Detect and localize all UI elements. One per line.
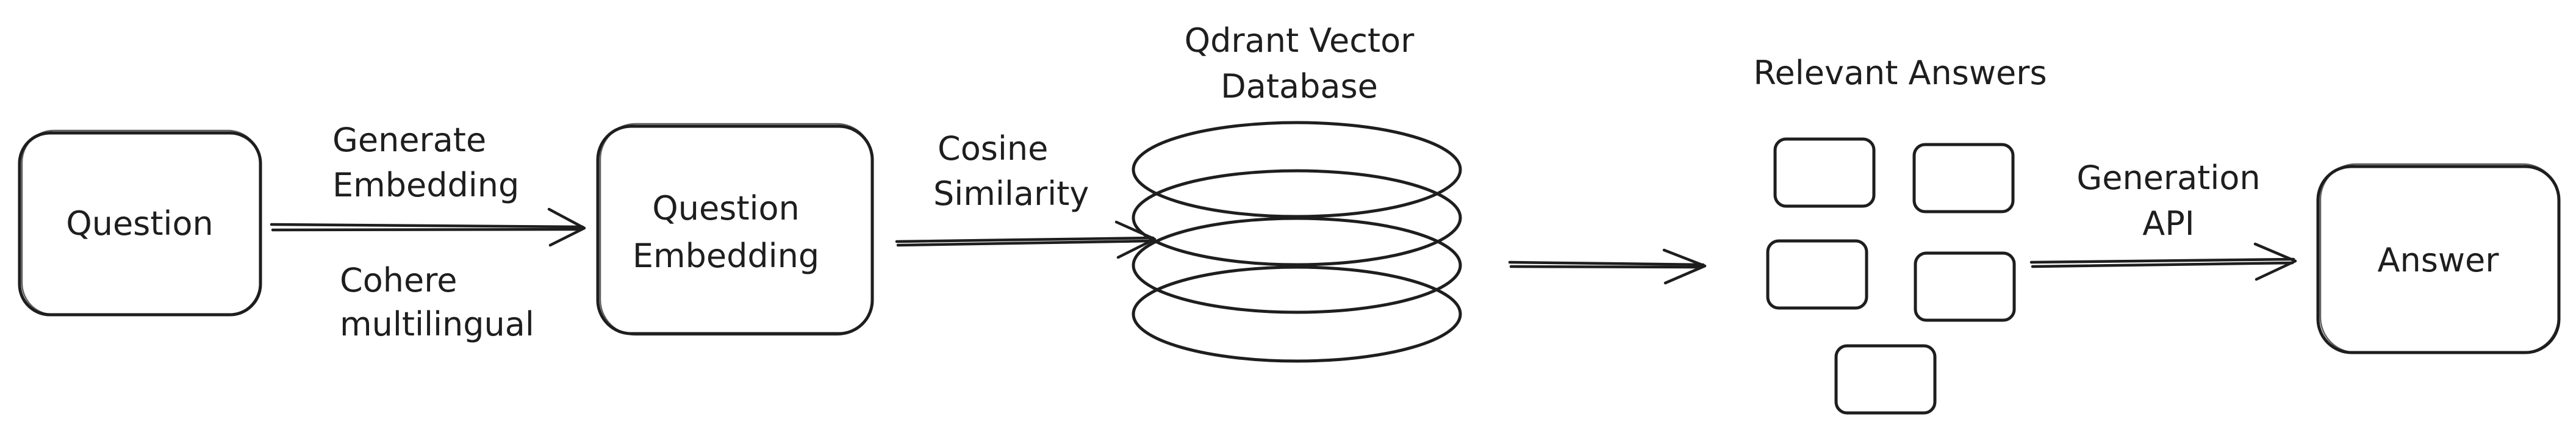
answer-card-2 bbox=[1912, 143, 2015, 213]
question-node: Question bbox=[18, 129, 262, 317]
answer-label: Answer bbox=[2378, 241, 2500, 279]
answer-card-5 bbox=[1834, 344, 1937, 415]
answer-card-3 bbox=[1766, 239, 1868, 310]
database-disk-4 bbox=[1132, 265, 1462, 363]
answer-card-4 bbox=[1914, 251, 2016, 322]
database-title-line1: Qdrant Vector bbox=[1185, 21, 1415, 60]
database-title-line2: Database bbox=[1221, 67, 1378, 106]
generation-api-label-line2: API bbox=[2142, 204, 2194, 243]
database-disk-2 bbox=[1132, 169, 1462, 267]
arrow-generate-embedding: Generate Embedding Cohere multilingual bbox=[270, 121, 586, 343]
answer-card-1 bbox=[1773, 137, 1876, 208]
question-label: Question bbox=[66, 204, 213, 243]
database-disk-1 bbox=[1132, 121, 1462, 218]
relevant-answers-group: Relevant Answers bbox=[1753, 54, 2047, 415]
question-embedding-label-line2: Embedding bbox=[633, 237, 819, 275]
cosine-label-line2: Similarity bbox=[933, 174, 1089, 213]
arrow-database-to-answers bbox=[1508, 248, 1707, 285]
question-embedding-node: Question Embedding bbox=[596, 123, 874, 336]
database-disk-3 bbox=[1132, 217, 1462, 314]
question-embedding-label-line1: Question bbox=[652, 189, 800, 228]
generate-embedding-label-line2: Embedding bbox=[332, 166, 519, 204]
qdrant-database-node: Qdrant Vector Database bbox=[1132, 21, 1462, 363]
arrow-cosine-similarity: Cosine Similarity bbox=[895, 129, 1157, 259]
cohere-label-line1: Cohere bbox=[340, 261, 457, 299]
cohere-label-line2: multilingual bbox=[340, 305, 534, 343]
relevant-answers-title: Relevant Answers bbox=[1753, 54, 2047, 92]
answer-node: Answer bbox=[2316, 163, 2561, 354]
generate-embedding-label-line1: Generate bbox=[332, 121, 486, 159]
generation-api-label-line1: Generation bbox=[2076, 159, 2260, 197]
arrow-generation-api: Generation API bbox=[2029, 159, 2297, 281]
cosine-label-line1: Cosine bbox=[938, 129, 1048, 168]
